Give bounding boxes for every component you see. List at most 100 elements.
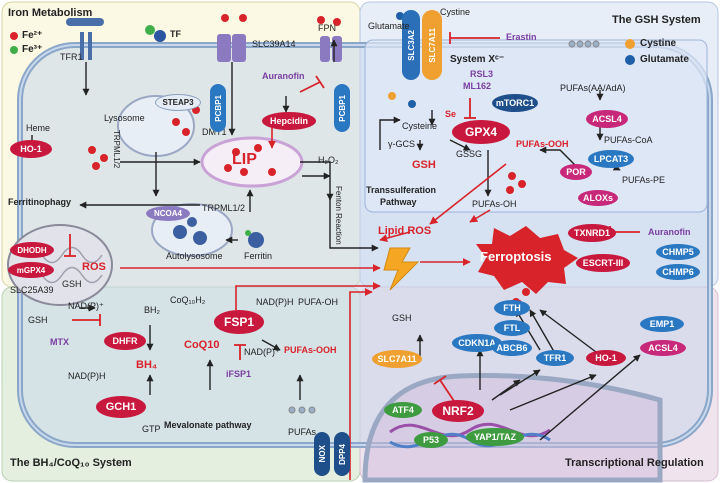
gtp-label: GTP [142,424,161,434]
ferritin-cluster [173,217,264,248]
autolysosome-label: Autolysosome [166,251,223,261]
mevalonate-pathway-label: Mevalonate pathway [164,420,252,430]
dmt1-label: DMT1 [202,127,227,137]
bh4-pufas-ooh-label: PUFAs-OOH [284,345,337,355]
ho-1-tx: HO-1 [586,350,626,366]
pcbp1-right: PCBP1 [334,84,350,132]
auranofin-iron: Auranofin [262,71,305,81]
pufas-label: PUFAs [288,427,317,437]
transsulferation-label: Transsulferation [366,185,437,195]
escrt-iii: ESCRT-III [576,254,630,272]
slc39a14-label: SLC39A14 [252,39,296,49]
legend-glutamate-dot [625,55,635,65]
auranofin-txnrd1: Auranofin [648,227,691,237]
cdkn1a: CDKN1A [452,334,502,352]
fth: FTH [494,300,530,316]
ros-label: ROS [82,261,106,273]
slc25a39-label: SLC25A39 [10,285,54,295]
bh4-gsh-label: GSH [28,315,48,325]
coq10h2-label: CoQ₁₀H₂ [170,295,206,305]
h2o2-label: H₂O₂ [318,155,339,165]
gsh-inner-box [364,39,708,213]
ftl: FTL [494,320,530,336]
gpx4: GPX4 [452,120,510,144]
ifsp1-label: iFSP1 [226,369,252,379]
lysosome-label: Lysosome [104,113,145,123]
steap3: STEAP3 [155,94,201,111]
yap1-taz: YAP1/TAZ [466,428,524,446]
trpml12-label: TRPML1/2 [112,130,121,169]
legend-fe2-dot [10,32,18,40]
pcbp1-left: PCBP1 [210,84,226,132]
lipid-ros-label: Lipid ROS [378,225,432,237]
bh2-label: BH₂ [144,305,160,315]
dpp4: DPP4 [334,432,350,476]
gssg-label: GSSG [456,149,483,159]
pufas-oh-label: PUFAs-OH [472,199,517,209]
chmp5: CHMP5 [656,244,700,260]
cystine-label: Cystine [440,7,471,17]
mgpx4: mGPX4 [8,262,54,278]
dhodh: DHODH [10,242,54,258]
legend-fe3-dot [10,46,18,54]
slc7a11-tx: SLC7A11 [372,350,422,368]
nox: NOX [314,432,330,476]
ncoa4: NCOA4 [146,206,190,221]
ferritin-label: Ferritin [244,251,273,261]
slc39a14-channel [217,34,231,62]
acsl4-gsh: ACSL4 [586,110,628,128]
glutamate-label: Glutamate [368,21,410,31]
mtx-label: MTX [50,337,69,347]
lpcat3: LPCAT3 [588,150,634,168]
slc3a2-label: SLC3A2 [406,29,416,61]
acsl4-tx: ACSL4 [640,340,686,356]
transferrin [154,30,166,42]
ferritinophagy-label: Ferritinophagy [8,197,72,207]
fsp1-nadp-label: NAD(P)⁺ [244,347,280,357]
por: POR [560,164,592,180]
fenton-reaction-label: Fenton Reaction [334,186,343,245]
lip-label: LIP [232,151,257,168]
dhfr: DHFR [104,332,146,350]
abcb6: ABCB6 [492,340,532,356]
system-xc-label: System Xᶜ⁻ [450,54,505,65]
cysteine-label: Cysteine [402,121,438,131]
iron-metabolism-title: Iron Metabolism [8,7,93,19]
gch1: GCH1 [96,396,146,418]
txnrd1: TXNRD1 [568,224,616,242]
tf-label: TF [170,29,181,39]
trpml12b-label: TRPML1/2 [202,203,246,213]
erastin-label: Erastin [506,32,537,42]
slc7a11-transporter [422,10,442,80]
slc3a2-transporter [402,10,420,80]
bh4-coq10-title: The BH₄/CoQ₁₀ System [10,457,132,469]
mtorc1: mTORC1 [492,94,538,112]
ferroptosis-burst [476,226,578,294]
ml162-label: ML162 [463,81,492,91]
fsp1: FSP1 [214,310,264,334]
fpn-label: FPN [318,23,336,33]
tfr1-label: TFR1 [60,52,83,62]
slc7a11-label: SLC7A11 [427,27,437,63]
ho-1-iron: HO-1 [10,140,52,158]
nrf2: NRF2 [432,400,484,422]
bh4-label: BH₄ [136,359,158,371]
pufa-oh-label: PUFA-OH [298,297,339,307]
p53: P53 [414,432,448,448]
nucleus [362,373,663,483]
legend-fe2-label: Fe²⁺ [22,30,43,41]
rsl3-label: RSL3 [470,69,494,79]
fsp1-nadph-label: NAD(P)H [256,297,294,307]
aloxs: ALOXs [578,190,618,206]
gsh-system-title: The GSH System [612,14,701,26]
transsulferation-pathway-label: Pathway [380,197,417,207]
legend-cystine-dot [625,39,635,49]
legend-fe3-label: Fe³⁺ [22,44,43,55]
emp1: EMP1 [640,316,684,332]
legend-cystine-label: Cystine [640,38,677,49]
hepcidin: Hepcidin [262,112,316,130]
tfr1-tx: TFR1 [536,350,574,366]
tfr1-receptor [80,32,92,60]
